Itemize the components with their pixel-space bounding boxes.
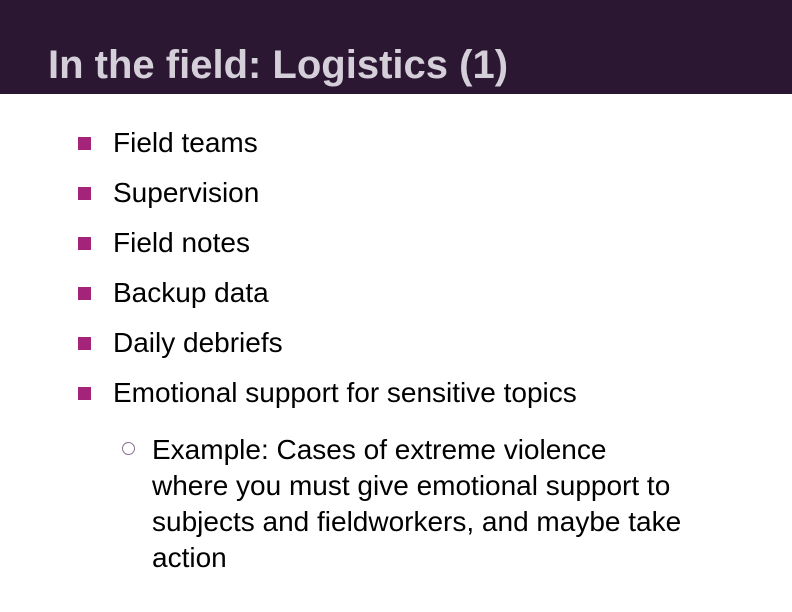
bullet-label: Backup data xyxy=(113,277,269,308)
bullet-item: Field notes xyxy=(78,218,762,268)
square-bullet-icon xyxy=(78,186,91,200)
bullet-list: Field teams Supervision Field notes Back… xyxy=(78,118,762,418)
sub-bullet-line: where you must give emotional support to xyxy=(152,470,671,501)
slide-title: In the field: Logistics (1) xyxy=(48,43,509,87)
bullet-label: Daily debriefs xyxy=(113,327,283,358)
sub-bullet-text: Example: Cases of extreme violence where… xyxy=(152,432,681,576)
sub-bullet-line: subjects and fieldworkers, and maybe tak… xyxy=(152,506,682,537)
bullet-label: Emotional support for sensitive topics xyxy=(113,377,577,408)
bullet-item: Supervision xyxy=(78,168,762,218)
bullet-item: Field teams xyxy=(78,118,762,168)
square-bullet-icon xyxy=(78,386,91,400)
bullet-item: Emotional support for sensitive topics xyxy=(78,368,762,418)
bullet-label: Field teams xyxy=(113,127,258,158)
bullet-item: Backup data xyxy=(78,268,762,318)
slide-body: Field teams Supervision Field notes Back… xyxy=(0,94,792,576)
bullet-label: Field notes xyxy=(113,227,250,258)
square-bullet-icon xyxy=(78,286,91,300)
square-bullet-icon xyxy=(78,236,91,250)
square-bullet-icon xyxy=(78,136,91,150)
bullet-item: Daily debriefs xyxy=(78,318,762,368)
circle-bullet-icon xyxy=(122,442,135,455)
sub-bullet-line: Example: Cases of extreme violence xyxy=(152,434,607,465)
title-bar: In the field: Logistics (1) xyxy=(0,0,792,94)
bullet-label: Supervision xyxy=(113,177,260,208)
sub-bullet-item: Example: Cases of extreme violence where… xyxy=(78,432,762,576)
square-bullet-icon xyxy=(78,336,91,350)
sub-bullet-line: action xyxy=(152,542,227,573)
